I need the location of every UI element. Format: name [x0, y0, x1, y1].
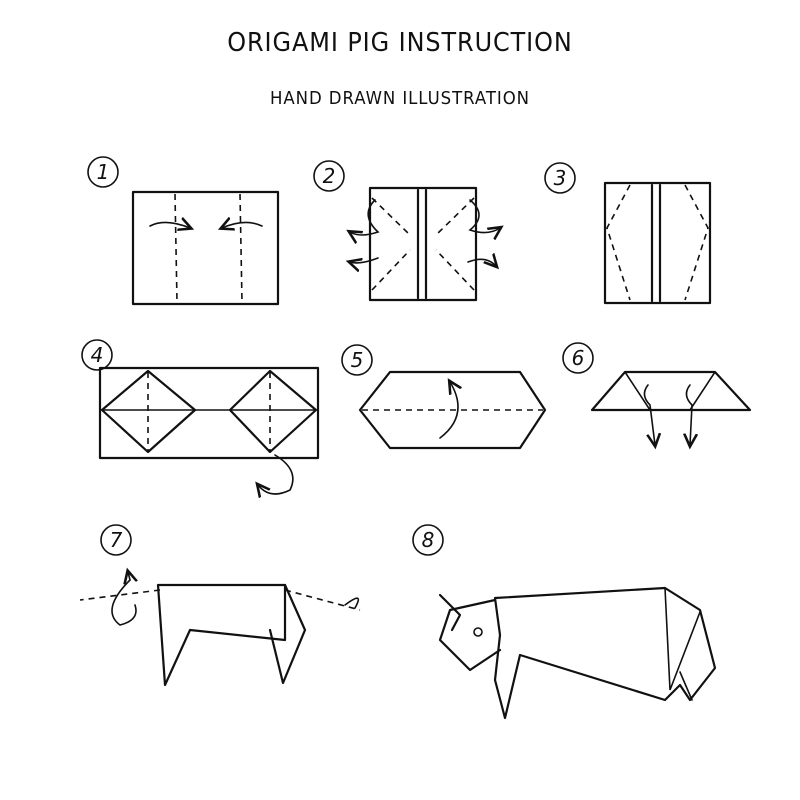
- step-2-number: 2: [323, 164, 336, 188]
- step-7: 7: [79, 524, 361, 687]
- step-1-paper: [131, 190, 280, 306]
- step-3: 3: [544, 162, 712, 305]
- step-4-paper: [98, 366, 320, 460]
- pig-head: [438, 598, 502, 672]
- pig-body: [493, 586, 717, 720]
- step-4-number: 4: [91, 343, 104, 367]
- step-2-paper: [368, 186, 478, 302]
- step-1-number: 1: [97, 160, 110, 184]
- step-5: 5: [341, 344, 547, 450]
- step-3-number: 3: [554, 166, 567, 190]
- step-6: 6: [562, 342, 752, 445]
- step-8: 8: [412, 524, 717, 720]
- step-6-paper: [590, 370, 752, 412]
- step-7-number: 7: [110, 528, 123, 552]
- step-2: 2: [313, 160, 500, 302]
- pig-ear: [438, 593, 462, 632]
- step-1-badge: [87, 156, 119, 188]
- page-subtitle: HAND DRAWN ILLUSTRATION: [270, 88, 530, 109]
- step-5-number: 5: [351, 348, 364, 372]
- step-8-number: 8: [422, 528, 435, 552]
- step-7-body: [156, 583, 287, 687]
- step-3-paper: [603, 181, 712, 305]
- step-5-paper: [358, 370, 547, 450]
- pig-eye: [473, 627, 483, 637]
- fold-arrow-right: [149, 222, 190, 228]
- step-4: 4: [81, 339, 320, 494]
- step-1: 1: [87, 156, 280, 306]
- step-6-number: 6: [572, 346, 585, 370]
- page-title: ORIGAMI PIG INSTRUCTION: [227, 28, 573, 58]
- fold-arrow-left: [222, 222, 263, 228]
